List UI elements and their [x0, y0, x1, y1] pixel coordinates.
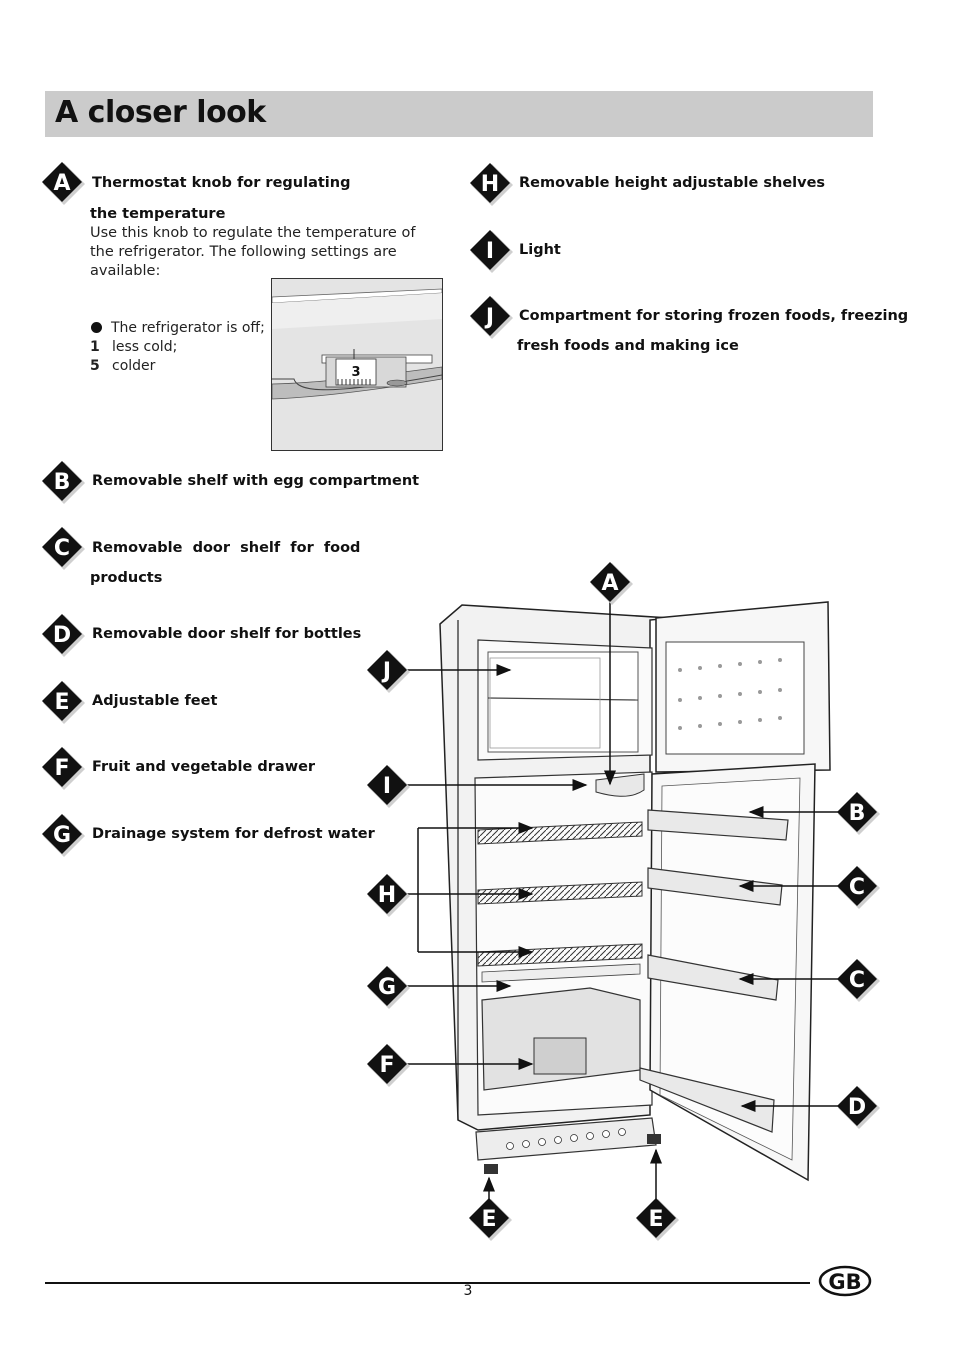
- diagram-label-g: G: [367, 966, 410, 1009]
- item-e-heading: Adjustable feet: [92, 693, 218, 709]
- svg-text:E: E: [481, 1207, 496, 1232]
- badge-j-icon: J: [470, 296, 514, 340]
- svg-text:F: F: [379, 1053, 394, 1078]
- item-i-heading: Light: [519, 242, 561, 258]
- diagram-label-d: D: [837, 1086, 880, 1129]
- diagram-label-e-left: E: [469, 1198, 512, 1241]
- item-c-heading-line1: Removable door shelf for food: [92, 540, 361, 556]
- diagram-label-c-lower: C: [837, 959, 880, 1002]
- item-j-heading-line2: fresh foods and making ice: [517, 338, 739, 354]
- badge-a-letter: A: [53, 171, 70, 196]
- badge-g-icon: G: [42, 814, 86, 858]
- badge-f-icon: F: [42, 747, 86, 791]
- diagram-label-e-right: E: [636, 1198, 679, 1241]
- svg-text:J: J: [484, 305, 494, 330]
- page-number: 3: [463, 1283, 473, 1299]
- gb-language-badge: GB: [818, 1265, 872, 1297]
- svg-text:I: I: [486, 239, 494, 264]
- diagram-label-a: A: [590, 562, 633, 605]
- svg-text:J: J: [381, 659, 391, 684]
- item-a-heading-line2: the temperature: [90, 206, 226, 222]
- svg-text:H: H: [481, 172, 499, 197]
- item-f-heading: Fruit and vegetable drawer: [92, 759, 316, 775]
- item-g-heading: Drainage system for defrost water: [92, 826, 375, 842]
- svg-text:G: G: [378, 975, 396, 1000]
- gb-badge-text: GB: [828, 1270, 861, 1294]
- diagram-label-i: I: [367, 765, 410, 808]
- badge-d-icon: D: [42, 614, 86, 658]
- refrigerator-diagram: A J I H G F B C C D E E: [360, 560, 900, 1250]
- setting-off: The refrigerator is off;: [90, 319, 265, 338]
- svg-text:B: B: [54, 470, 71, 495]
- page-title: A closer look: [55, 95, 266, 130]
- svg-text:B: B: [849, 801, 866, 826]
- svg-text:D: D: [53, 623, 71, 648]
- svg-text:I: I: [383, 774, 391, 799]
- diagram-label-c-upper: C: [837, 866, 880, 909]
- off-dot-icon: [91, 322, 102, 333]
- diagram-label-f: F: [367, 1044, 410, 1087]
- badge-c-icon: C: [42, 527, 86, 571]
- svg-text:E: E: [54, 690, 69, 715]
- svg-text:H: H: [378, 883, 396, 908]
- diagram-label-b: B: [837, 792, 880, 835]
- badge-a-icon: A: [42, 162, 86, 206]
- item-a-heading-line1: Thermostat knob for regulating: [92, 175, 351, 191]
- item-h-heading: Removable height adjustable shelves: [519, 175, 826, 191]
- badge-e-icon: E: [42, 681, 86, 725]
- diagram-label-h: H: [367, 874, 410, 917]
- item-d-heading: Removable door shelf for bottles: [92, 626, 362, 642]
- badge-i-icon: I: [470, 230, 514, 274]
- footer-rule: [45, 1282, 810, 1284]
- svg-text:E: E: [648, 1207, 663, 1232]
- badge-b-icon: B: [42, 461, 86, 505]
- item-b-heading: Removable shelf with egg compartment: [92, 473, 420, 489]
- knob-value-label: 3: [351, 365, 360, 380]
- title-bar: A closer look: [45, 91, 873, 137]
- svg-text:A: A: [601, 571, 618, 596]
- item-a-description: Use this knob to regulate the temperatur…: [90, 225, 416, 279]
- diagram-label-j: J: [367, 650, 410, 693]
- item-j-heading-line1: Compartment for storing frozen foods, fr…: [519, 308, 909, 324]
- svg-text:F: F: [54, 756, 69, 781]
- svg-text:C: C: [849, 875, 865, 900]
- svg-text:D: D: [848, 1095, 866, 1120]
- thermostat-knob-illustration: 3: [271, 278, 443, 451]
- svg-text:C: C: [849, 968, 865, 993]
- item-c-heading-line2: products: [90, 570, 163, 586]
- badge-h-icon: H: [470, 163, 514, 207]
- svg-text:C: C: [54, 536, 70, 561]
- svg-text:G: G: [53, 823, 71, 848]
